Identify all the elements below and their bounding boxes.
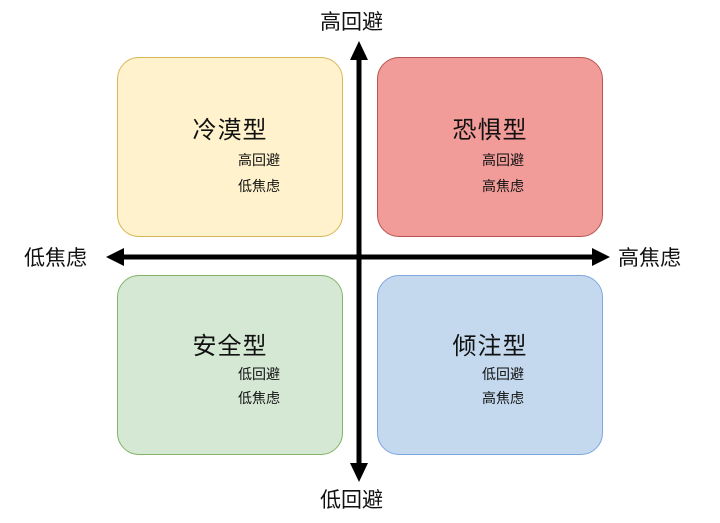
quadrant-anxiety-level: 高焦虑: [482, 179, 524, 195]
quadrant-top-right: 恐惧型 高回避 高焦虑: [377, 57, 603, 237]
arrow-left-icon: [106, 248, 124, 266]
arrow-right-icon: [592, 248, 610, 266]
quadrant-anxiety-level: 低焦虑: [238, 179, 280, 195]
quadrant-anxiety-level: 低焦虑: [238, 391, 280, 407]
quadrant-title: 冷漠型: [192, 116, 268, 144]
arrow-down-icon: [350, 463, 368, 482]
quadrant-title: 倾注型: [452, 332, 528, 360]
quadrant-title: 恐惧型: [452, 116, 528, 144]
axis-label-low-anxiety: 低焦虑: [24, 246, 87, 270]
quadrant-avoidance-level: 低回避: [238, 367, 280, 383]
quadrant-bottom-right: 倾注型 低回避 高焦虑: [377, 275, 603, 455]
quadrant-bottom-left: 安全型 低回避 低焦虑: [117, 275, 343, 455]
arrow-up-icon: [350, 41, 368, 60]
quadrant-title: 安全型: [192, 332, 268, 360]
quadrant-avoidance-level: 高回避: [238, 153, 280, 169]
quadrant-avoidance-level: 高回避: [482, 153, 524, 169]
quadrant-top-left: 冷漠型 高回避 低焦虑: [117, 57, 343, 237]
axis-label-high-avoidance: 高回避: [320, 10, 383, 34]
quadrant-anxiety-level: 高焦虑: [482, 391, 524, 407]
axis-label-high-anxiety: 高焦虑: [618, 246, 681, 270]
quadrant-avoidance-level: 低回避: [482, 367, 524, 383]
axis-label-low-avoidance: 低回避: [320, 488, 383, 512]
